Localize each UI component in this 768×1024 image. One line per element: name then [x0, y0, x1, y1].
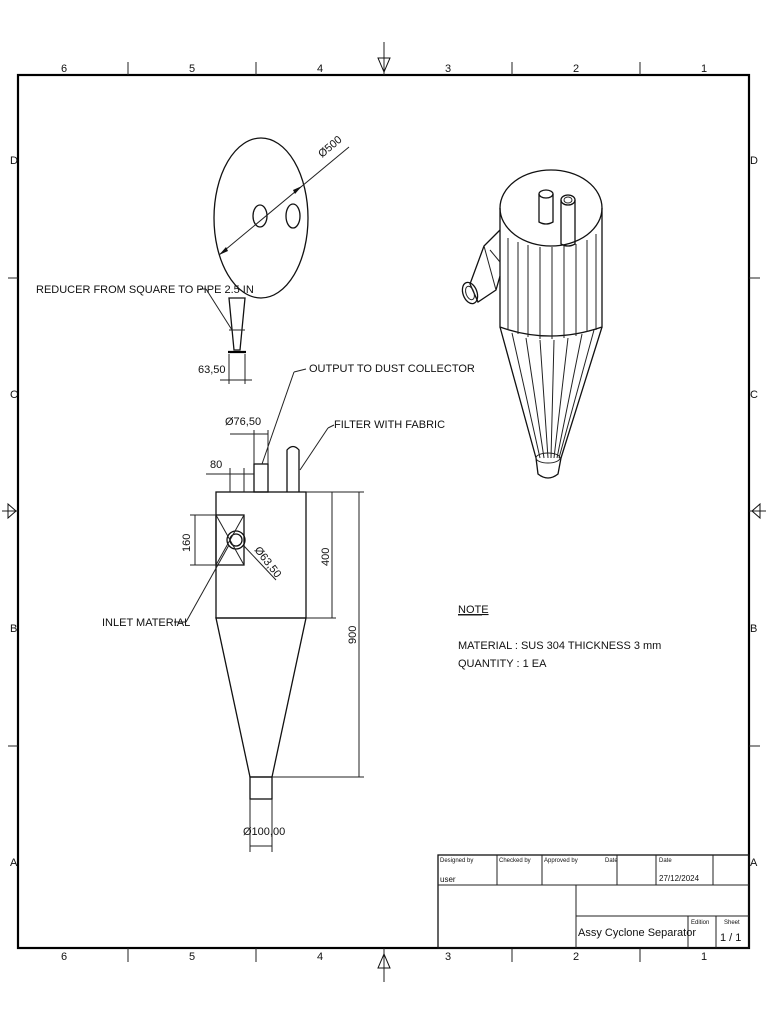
iso-outlet-pipe — [538, 194, 554, 225]
zone-col-top: 2 — [573, 63, 579, 75]
zone-labels: 6 5 4 3 2 1 6 5 4 3 2 1 D C B A D C B A — [10, 63, 758, 963]
tb-sheet: 1 / 1 — [720, 932, 741, 944]
cone-body — [215, 617, 307, 778]
zone-col-bottom: 6 — [61, 951, 67, 963]
top-view-outlet-hole — [252, 204, 268, 228]
zone-row-left: A — [10, 857, 18, 869]
tb-date-label: Date — [605, 858, 618, 864]
label-reducer: REDUCER FROM SQUARE TO PIPE 2.5 IN — [36, 284, 254, 296]
zone-row-left: D — [10, 155, 18, 167]
dim-inlet-diameter: Ø63,50 — [252, 544, 284, 580]
inlet-circle-outer — [226, 530, 246, 550]
outer-border — [16, 73, 751, 950]
zone-col-bottom: 3 — [445, 951, 451, 963]
tb-designed-by: user — [440, 875, 456, 884]
inlet-square — [215, 514, 245, 566]
tb-checked-by-label: Checked by — [499, 858, 531, 864]
zone-row-right: A — [750, 857, 758, 869]
outlet-pipe — [253, 463, 269, 493]
bottom-zone-ticks — [127, 948, 641, 962]
iso-top-cover — [499, 169, 603, 247]
tb-date: 27/12/2024 — [659, 874, 700, 883]
zone-col-top: 1 — [701, 63, 707, 75]
bottom-spout — [249, 776, 273, 800]
dim-top-diameter: Ø500 — [316, 134, 344, 160]
tb-designed-by-label: Designed by — [440, 858, 473, 864]
diameter-line — [218, 146, 350, 256]
center-arrow-left — [2, 502, 18, 520]
tb-date-label-2: Date — [659, 858, 672, 864]
tb-title: Assy Cyclone Separator — [578, 927, 696, 939]
zone-row-right: B — [750, 623, 757, 635]
top-view: Ø500 63,50 REDUCER FROM SQUARE TO PIPE 2… — [36, 134, 350, 384]
tb-approved-by-label: Approved by — [544, 858, 578, 864]
zone-row-left: B — [10, 623, 17, 635]
iso-inlet-reducer — [469, 229, 501, 303]
iso-filter-pipe — [560, 200, 576, 247]
zone-col-bottom: 5 — [189, 951, 195, 963]
top-view-filter-hole — [285, 203, 301, 229]
right-zone-ticks — [749, 277, 760, 747]
dim-total-height: 900 — [347, 626, 359, 644]
left-zone-ticks — [8, 277, 18, 747]
zone-col-top: 3 — [445, 63, 451, 75]
zone-col-top: 4 — [317, 63, 323, 75]
tb-edition-label: Edition — [691, 920, 709, 926]
dim-inlet-height: 160 — [181, 534, 193, 552]
zone-row-right: D — [750, 155, 758, 167]
zone-row-left: C — [10, 389, 18, 401]
zone-col-top: 5 — [189, 63, 195, 75]
zone-col-bottom: 1 — [701, 951, 707, 963]
top-view-shell — [213, 137, 309, 299]
label-output: OUTPUT TO DUST COLLECTOR — [309, 363, 475, 375]
dim-body-height: 400 — [320, 548, 332, 566]
dim-reducer: 63,50 — [198, 364, 226, 376]
top-zone-ticks — [127, 62, 641, 75]
filter-pipe — [286, 445, 300, 492]
note-heading: NOTE — [458, 604, 489, 616]
isometric-view — [461, 169, 603, 479]
zone-col-bottom: 2 — [573, 951, 579, 963]
center-arrow-bottom — [377, 948, 391, 982]
note-material: MATERIAL : SUS 304 THICKNESS 3 mm — [458, 640, 661, 652]
title-block: Designed by user Checked by Approved by … — [437, 854, 750, 949]
reducer-body — [228, 297, 246, 351]
zone-col-top: 6 — [61, 63, 67, 75]
iso-inlet-flange — [461, 281, 479, 305]
front-view: 80 Ø76,50 160 Ø63,50 400 900 Ø100,00 OUT — [102, 363, 475, 852]
center-arrow-right — [749, 502, 766, 520]
dim-bottom-diameter: Ø100,00 — [243, 826, 285, 838]
tb-sheet-label: Sheet — [724, 920, 740, 926]
zone-col-bottom: 4 — [317, 951, 323, 963]
center-arrow-top — [377, 42, 391, 75]
label-inlet: INLET MATERIAL — [102, 617, 190, 629]
dim-inlet-offset: 80 — [210, 459, 222, 471]
note-block: NOTE MATERIAL : SUS 304 THICKNESS 3 mm Q… — [458, 604, 661, 670]
zone-row-right: C — [750, 389, 758, 401]
note-quantity: QUANTITY : 1 EA — [458, 658, 547, 670]
dim-outlet-diameter: Ø76,50 — [225, 416, 261, 428]
label-filter: FILTER WITH FABRIC — [334, 419, 445, 431]
